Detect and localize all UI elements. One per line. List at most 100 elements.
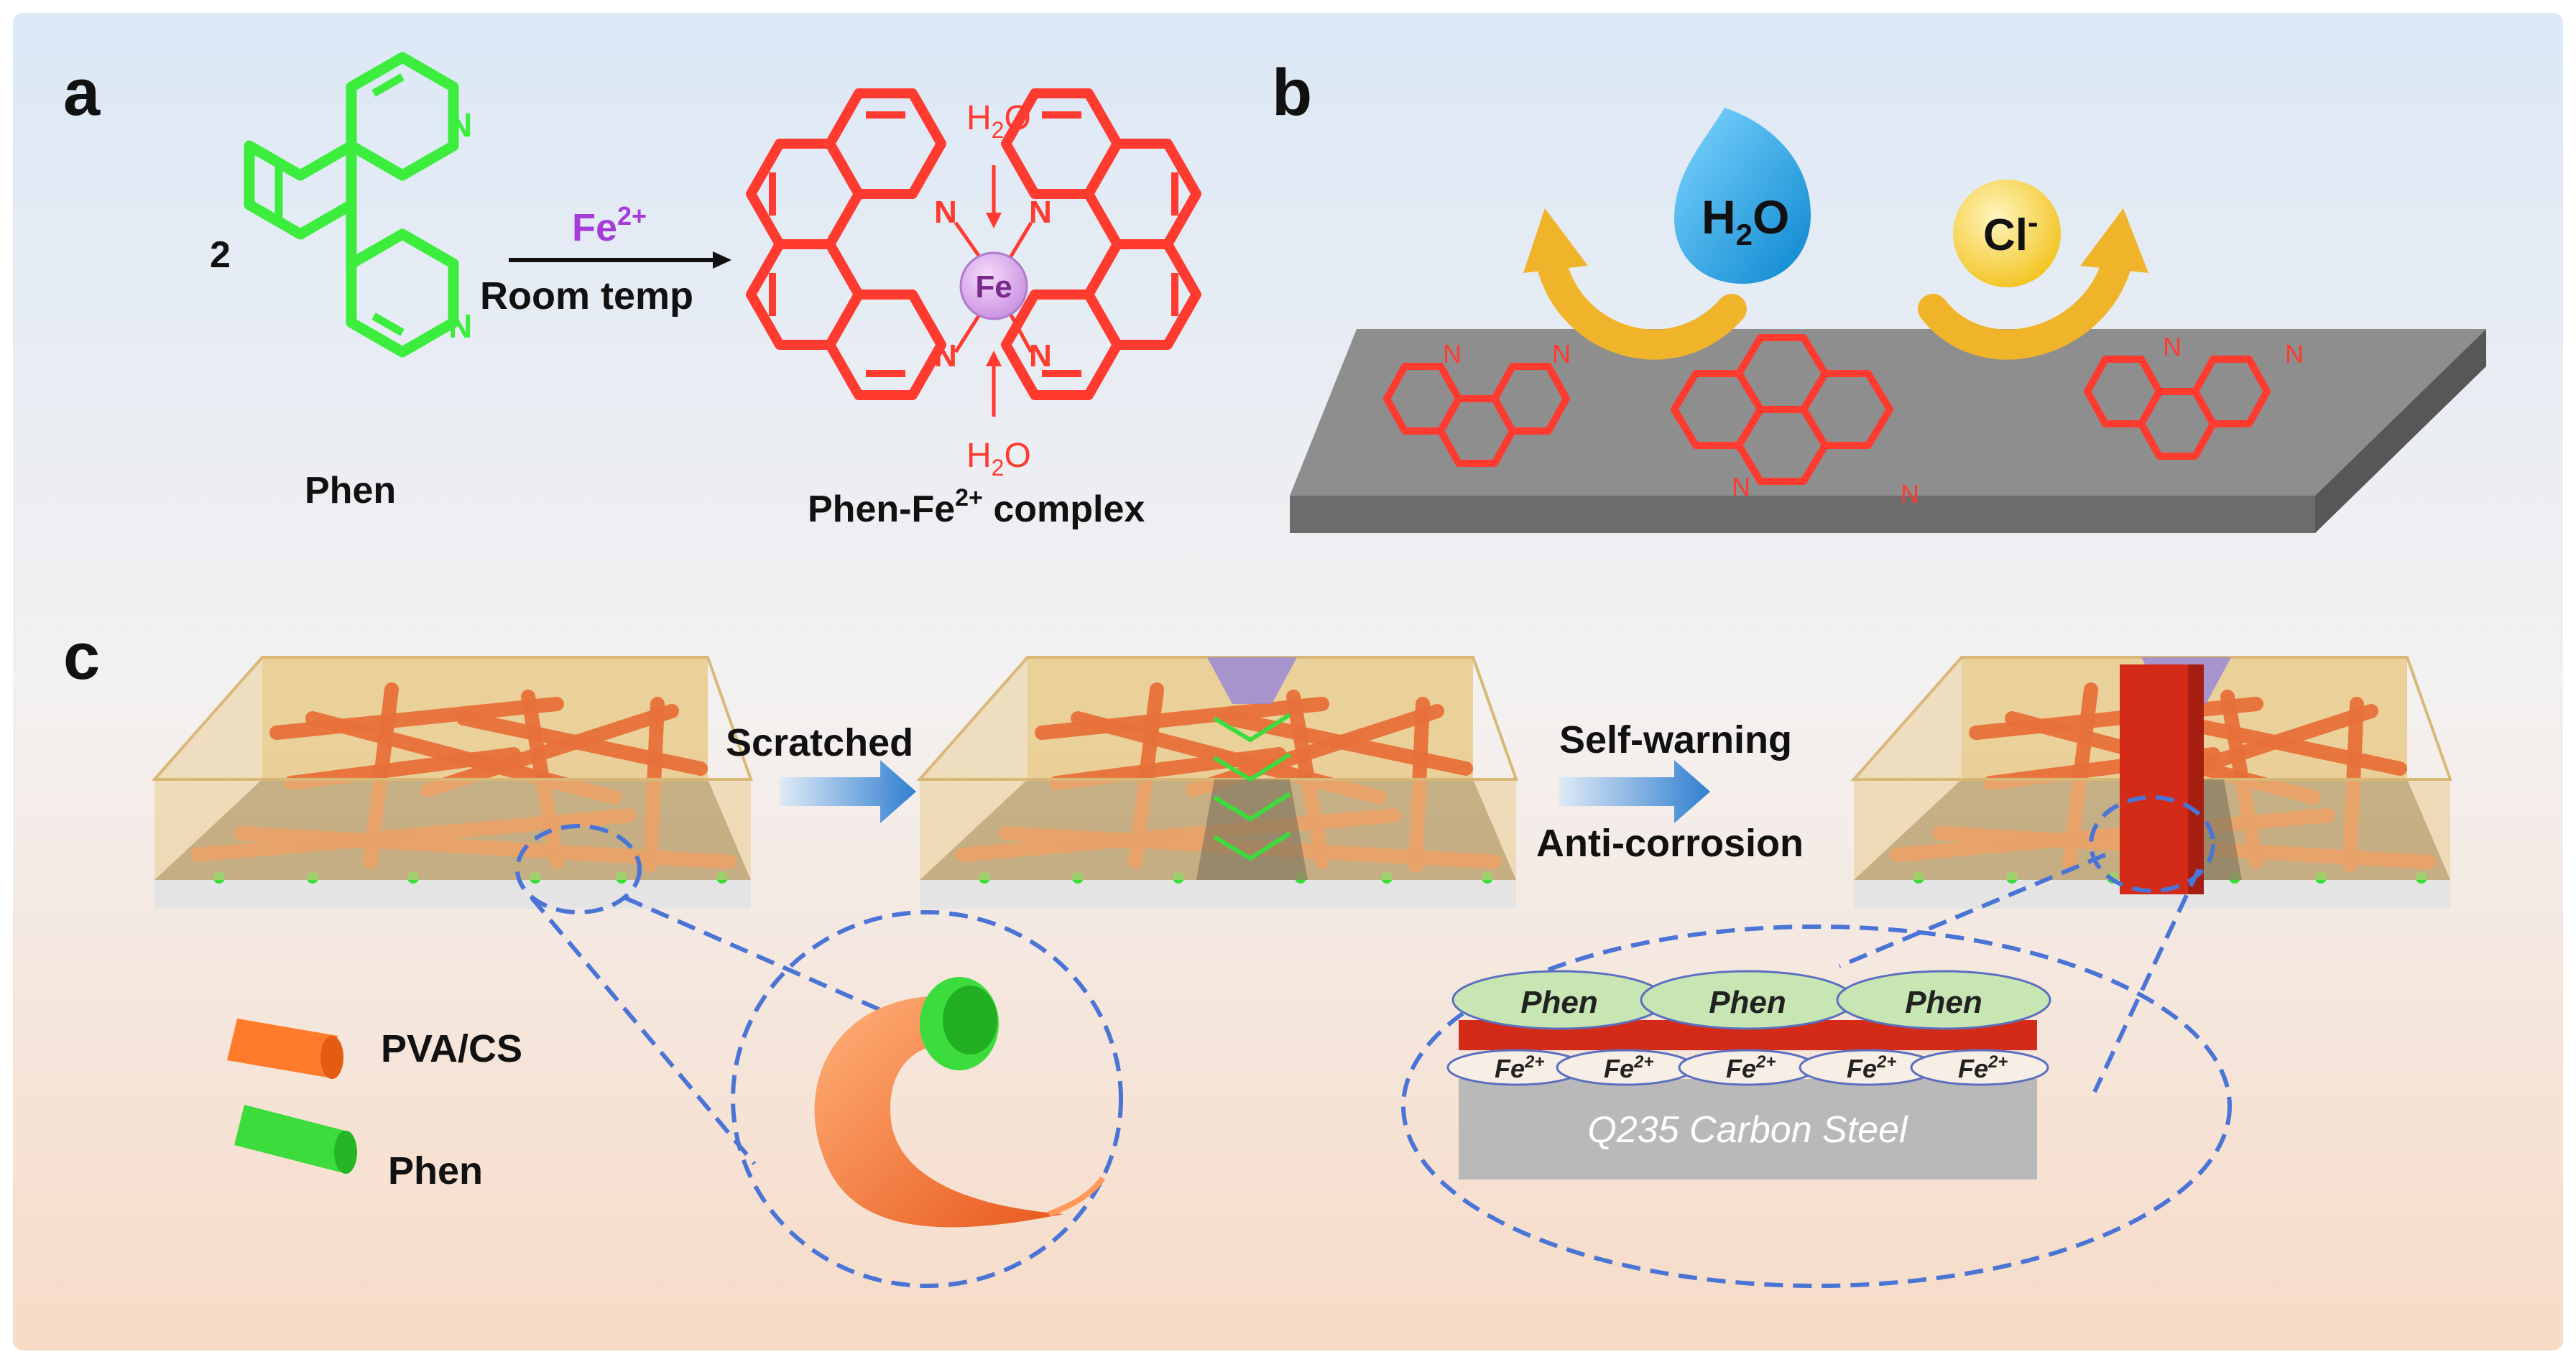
fe-center (959, 251, 1028, 320)
scratch-cut (1196, 779, 1308, 880)
coefficient: 2 (210, 234, 231, 276)
drop-h: H (1702, 190, 1736, 244)
zoom-target-right (1401, 925, 2232, 1288)
block-top-rim (1850, 656, 2452, 781)
phen-n-atom-bottom: N (448, 307, 472, 345)
warning-arrow (1559, 760, 1710, 823)
fiber-tail (1048, 1176, 1106, 1217)
fiber (1186, 704, 1444, 797)
water-top-h: H (966, 99, 992, 137)
block-top-rim (151, 656, 753, 781)
exposed-phen-fiber (1213, 752, 1291, 782)
zoom-line-left-1 (530, 896, 757, 1165)
mol2-ring-d (1735, 406, 1829, 485)
mol3-n-atom-2: N (2285, 339, 2304, 369)
rust-column-side (2188, 664, 2204, 894)
step2-label-2: Anti-corrosion (1536, 822, 1804, 865)
mol2-n-atom-2: N (1901, 479, 1919, 509)
water-bottom: H2O (966, 437, 1031, 481)
water-arrowhead-top (986, 213, 1002, 228)
water-top-sub: 2 (992, 117, 1005, 143)
phen-layer-label: Phen (1905, 985, 1982, 1020)
block-substrate (920, 880, 1516, 909)
fe-layer-label: Fe2+ (1847, 1052, 1896, 1083)
complex-ring-4 (825, 289, 946, 400)
reagent-charge: 2+ (617, 201, 647, 231)
water-droplet (1674, 108, 1811, 284)
steel-plate-front (1290, 496, 2315, 533)
substrate-layer (1459, 1079, 2037, 1180)
fiber-closeup (814, 977, 1106, 1228)
fe-layer-label: Fe2+ (1604, 1052, 1653, 1083)
water-bottom-h: H (966, 437, 992, 475)
exposed-phen-fiber (1213, 792, 1291, 822)
water-droplet-label: H2O (1702, 190, 1789, 251)
phen-layer-label: Phen (1520, 985, 1598, 1020)
ion-charge: - (2028, 205, 2039, 240)
exposed-phen-fiber (1213, 713, 1291, 743)
panel-a-letter: a (63, 56, 101, 129)
scratch-arrow (780, 760, 916, 823)
legend-item-phen: Phen (234, 1105, 483, 1192)
drop-o: O (1753, 190, 1789, 244)
ion-text: Cl (1983, 210, 2028, 260)
coordination-bonds (954, 165, 1033, 417)
legend-swatch-pva (227, 1019, 338, 1078)
coord-bond-1 (954, 221, 983, 260)
complex-ring-8 (1001, 289, 1122, 400)
panel-c: c Scratched Self-warning Anti-corrosion (63, 620, 2452, 1288)
mol1-n-atom-2: N (1552, 339, 1571, 369)
fiber (420, 704, 679, 797)
fe-layer-label: Fe2+ (1958, 1052, 2008, 1083)
coord-bond-3 (954, 311, 983, 353)
rust-column (2120, 664, 2188, 894)
product-label: Phen-Fe2+ complex (808, 484, 1145, 530)
legend-swatch-phen-end (334, 1131, 357, 1174)
water-bottom-o: O (1004, 437, 1030, 475)
legend-item-pva: PVA/CS (227, 1019, 522, 1079)
zoom-line-right-2 (2092, 868, 2201, 1093)
phen-n-atom-top: N (448, 106, 472, 144)
exposed-phen-fiber (1213, 831, 1291, 861)
complex-n-atom-1: N (934, 195, 957, 230)
panel-a: a 2 N N Phen Fe2+ Room temp (63, 52, 1201, 530)
complex-n-atom-2: N (1029, 195, 1052, 230)
step2-label-1: Self-warning (1559, 718, 1792, 761)
fe-layer-oval (1910, 1049, 2049, 1086)
fiber-swirl (814, 996, 1063, 1228)
fe-center-label: Fe (975, 269, 1012, 305)
legend-swatch-pva-end (320, 1036, 343, 1079)
phen-layer-label: Phen (1709, 985, 1786, 1020)
scratch-groove (1207, 657, 1297, 704)
fe-layer-label: Fe2+ (1495, 1052, 1544, 1083)
water-deflect-arrow (1537, 251, 1747, 360)
ion-deflect-arrow (1918, 251, 2131, 360)
adsorbed-molecule-2 (1671, 334, 1893, 485)
step1-label: Scratched (726, 721, 913, 764)
water-arrowhead-bottom (986, 351, 1002, 366)
reagent-label: Fe2+ (572, 201, 647, 249)
zoom-target-left (731, 910, 1123, 1288)
legend: PVA/CS Phen (227, 1019, 522, 1192)
complex-n-atom-3: N (934, 338, 957, 374)
fe-layer-label: Fe2+ (1726, 1052, 1776, 1083)
panel-b: b N N N N N (1272, 56, 2486, 533)
adsorbed-molecule-3 (2084, 356, 2271, 460)
phen-double-bond-3 (371, 312, 405, 336)
block-substrate (154, 880, 751, 909)
panel-b-letter: b (1272, 56, 1312, 129)
adsorbed-molecules (1383, 334, 2271, 485)
water-bottom-sub: 2 (992, 455, 1005, 481)
coating-blocks (151, 656, 2452, 909)
water-top-o: O (1004, 99, 1030, 137)
water-deflect-arrowhead (1523, 208, 1588, 273)
reaction-condition: Room temp (480, 274, 693, 318)
mol3-ring-c (2192, 356, 2271, 427)
mol3-n-atom-1: N (2163, 332, 2182, 361)
product-label-suffix: complex (983, 488, 1145, 530)
legend-label-phen: Phen (388, 1149, 483, 1192)
coord-bond-2 (1007, 221, 1033, 260)
phen-core-face (943, 986, 997, 1055)
